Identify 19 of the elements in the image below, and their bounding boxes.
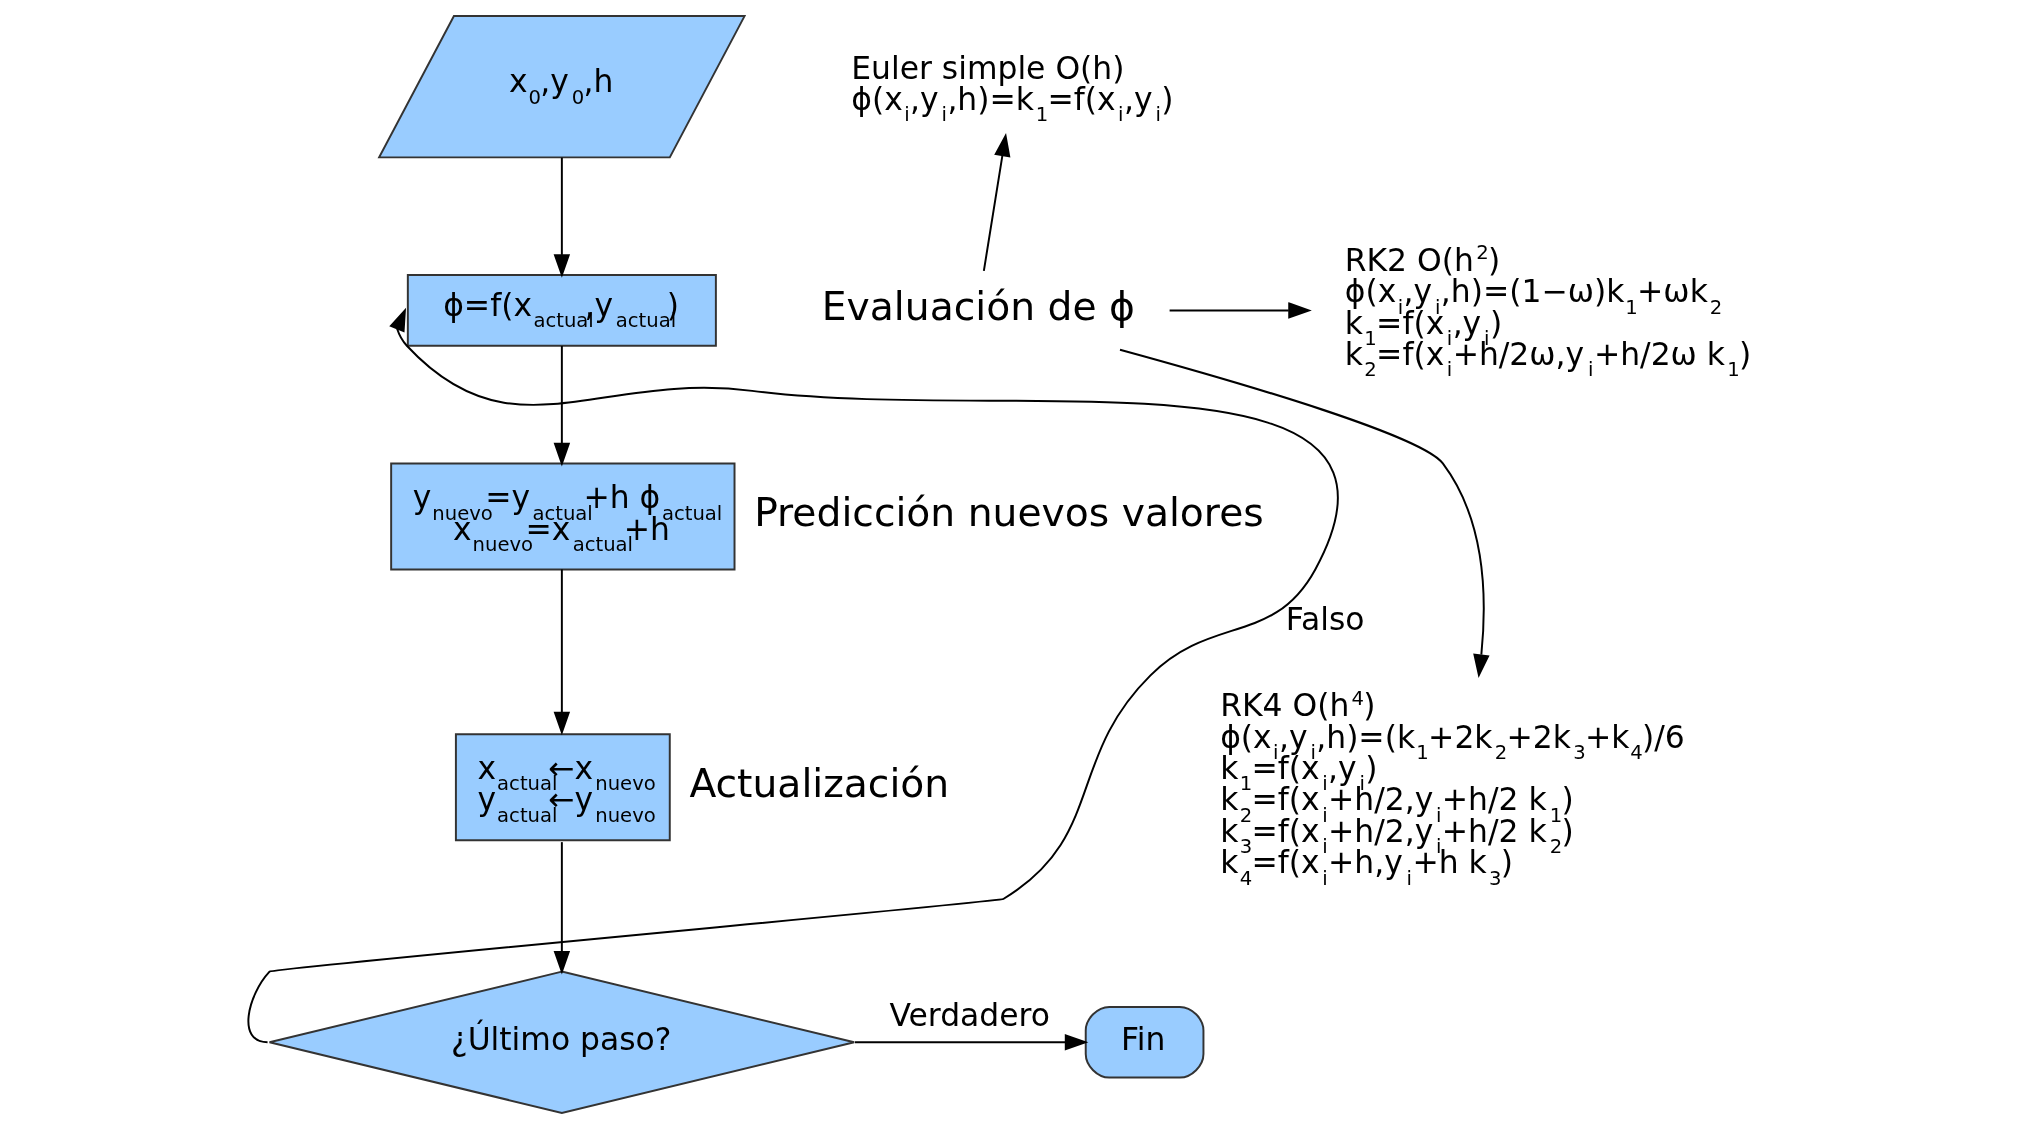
arrow — [553, 841, 570, 975]
node-text: RK4 O(h$^{4}$) ϕ(x$_{i}$,y$_{i}$,h)=(k$_{1}$+2k$_{2}$+2k$_{3}$+k$_{4}$)/6 k$_{1}$=f(x$_{i}$,y$_{i}$) k$_{2}$=f(x$_{i}$+h/2,y$_{i}$+h/2 k$_{1}$) k$_{3}$=f(x$_{i}$+h/2,y$_{i}$+h/2 k$_{2}$) k$_{4}$=f(x$_{i}$+h,y$_{i}$+h k$_{3}$) — [1219, 686, 1685, 890]
edge-label: Verdadero — [889, 997, 1050, 1034]
arrow — [246, 307, 1337, 1044]
arrow — [853, 1034, 1088, 1051]
node-text: Evaluación de ϕ — [821, 284, 1135, 330]
edge-label: Falso — [1285, 600, 1365, 637]
node-box: Fin — [1084, 1005, 1204, 1079]
arrow — [1118, 348, 1490, 678]
arrow — [553, 568, 570, 736]
node-diamond: ¿Último paso? — [268, 970, 855, 1114]
arrow — [553, 156, 570, 278]
arrow — [1168, 302, 1312, 319]
node-text: Euler simple O(h) ϕ(x$_{i}$,y$_{i}$,h)=k$_{1}$=f(x$_{i}$,y$_{i}$) — [850, 49, 1174, 127]
node-text: RK2 O(h$^{2}$) ϕ(x$_{i}$,y$_{i}$,h)=(1−ω)k$_{1}$+ωk$_{2}$ k$_{1}$=f(x$_{i}$,y$_{i}$) k$_{2}$=f(x$_{i}$+h/2ω,y$_{i}$+h/2ω k$_{1}$) — [1344, 241, 1751, 382]
arrow — [982, 132, 1010, 272]
node-label: Predicción nuevos valores — [753, 490, 1264, 536]
node-label: Actualización — [688, 761, 949, 807]
arrow — [553, 345, 570, 467]
